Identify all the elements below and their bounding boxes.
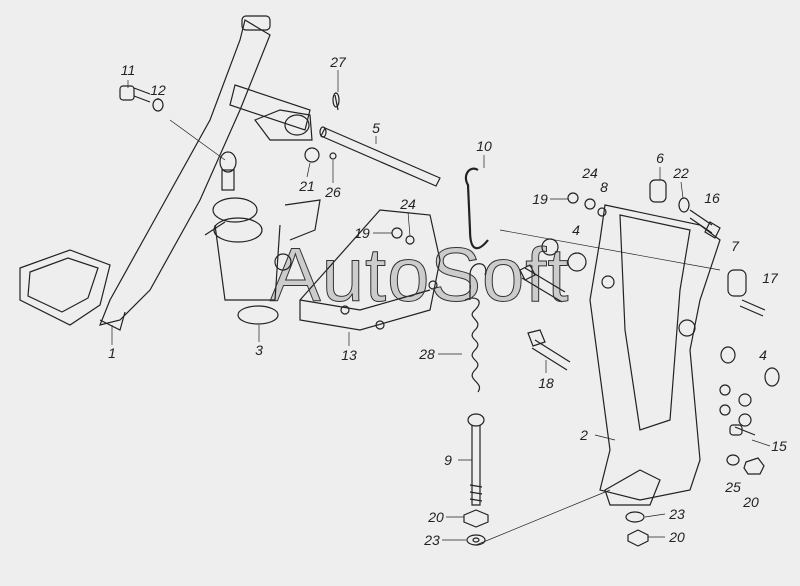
callout-20: 20: [743, 494, 759, 510]
callout-24: 24: [400, 196, 416, 212]
callout-25: 25: [725, 479, 741, 495]
callout-21: 21: [299, 178, 315, 194]
callout-23: 23: [669, 506, 685, 522]
callout-27: 27: [330, 54, 346, 70]
bracket: [299, 209, 441, 331]
callout-7: 7: [731, 238, 739, 254]
rod: [463, 413, 489, 546]
callout-11: 11: [120, 62, 136, 78]
master-cylinder: [204, 151, 321, 325]
small-parts: [119, 85, 780, 547]
callout-13: 13: [341, 347, 357, 363]
callout-15: 15: [771, 438, 787, 454]
spring: [464, 263, 487, 393]
callout-2: 2: [580, 427, 588, 443]
main-bracket: [589, 204, 721, 506]
callout-18: 18: [538, 375, 554, 391]
callout-8: 8: [600, 179, 608, 195]
callout-5: 5: [372, 120, 380, 136]
leader-lines: [111, 70, 771, 546]
callout-26: 26: [325, 184, 341, 200]
callout-4: 4: [572, 222, 580, 238]
watermark: AutoSoft: [270, 233, 570, 319]
pin: [304, 92, 441, 187]
callout-3: 3: [255, 342, 263, 358]
callout-19: 19: [532, 191, 548, 207]
callout-24: 24: [582, 165, 598, 181]
callout-20: 20: [669, 529, 685, 545]
pedal-lever: [19, 15, 271, 331]
pedal-shaft: [229, 84, 313, 141]
callout-10: 10: [476, 138, 492, 154]
callout-20: 20: [428, 509, 444, 525]
callout-22: 22: [673, 165, 689, 181]
hook: [464, 167, 489, 250]
callout-1: 1: [108, 345, 116, 361]
callout-19: 19: [354, 225, 370, 241]
callout-23: 23: [424, 532, 440, 548]
callout-17: 17: [762, 270, 778, 286]
callout-9: 9: [444, 452, 452, 468]
callout-16: 16: [704, 190, 720, 206]
callout-28: 28: [419, 346, 435, 362]
callout-6: 6: [656, 150, 664, 166]
callout-4: 4: [759, 347, 767, 363]
callout-12: 12: [150, 82, 166, 98]
